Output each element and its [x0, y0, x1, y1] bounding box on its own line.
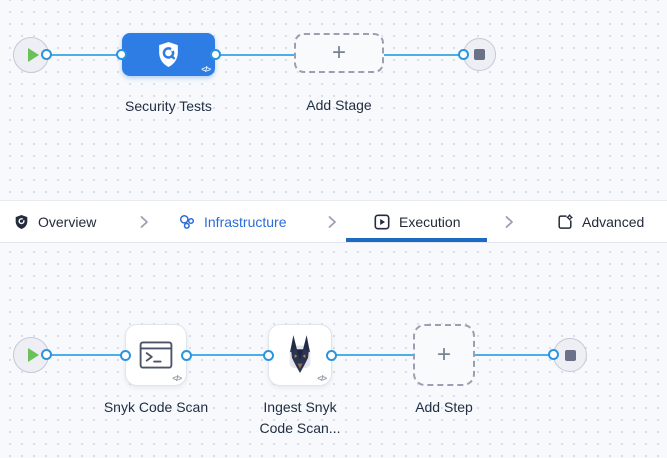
step-port-right: [181, 349, 192, 361]
active-tab-underline: [346, 238, 487, 242]
add-stage-label: Add Stage: [306, 97, 372, 113]
tab-execution[interactable]: Execution: [374, 201, 460, 242]
code-badge-icon: </>: [201, 65, 211, 74]
step-node-snyk-code-scan[interactable]: </>: [120, 324, 192, 386]
step-port-left: [263, 349, 274, 361]
stage-end-port: [458, 49, 469, 60]
file-gear-icon: [558, 213, 573, 229]
stage-node-security-tests[interactable]: </>: [116, 33, 221, 76]
stop-icon: [564, 349, 576, 361]
step-port-left: [120, 349, 131, 361]
stage-port-right: [210, 49, 221, 60]
play-icon: [27, 348, 39, 362]
stage-label: Security Tests: [125, 98, 212, 114]
tab-label: Overview: [38, 213, 97, 230]
tab-advanced[interactable]: Advanced: [557, 201, 644, 242]
tab-label: Infrastructure: [204, 213, 287, 230]
tab-label: Execution: [399, 213, 461, 230]
chevron-right-icon: [140, 215, 148, 228]
step-label-line2: Code Scan...: [259, 420, 341, 436]
tab-label: Advanced: [582, 213, 645, 230]
step-label-line1: Ingest Snyk: [263, 399, 337, 415]
snyk-dog-icon: [289, 335, 311, 373]
code-badge-icon: </>: [317, 374, 327, 383]
tab-overview[interactable]: Overview: [14, 201, 96, 242]
chevron-right-icon: [505, 215, 513, 228]
cluster-circles-icon: [179, 214, 195, 229]
shield-scan-icon: [159, 42, 178, 67]
add-stage-button[interactable]: +: [294, 33, 384, 73]
stage-tab-bar: Overview Infrastructure Execution: [0, 200, 667, 243]
stage-start-port: [41, 49, 52, 60]
chevron-right-icon: [328, 215, 336, 228]
tab-infrastructure[interactable]: Infrastructure: [179, 201, 286, 242]
terminal-icon: [139, 341, 173, 369]
step-label: Ingest Snyk Code Scan...: [230, 397, 370, 439]
code-badge-icon: </>: [172, 374, 182, 383]
shield-icon: [15, 214, 28, 229]
play-icon: [27, 48, 39, 62]
stage-connector-line: [47, 54, 465, 56]
add-step-label: Add Step: [415, 399, 473, 415]
step-node-ingest-snyk[interactable]: </>: [263, 324, 337, 386]
play-square-icon: [374, 213, 390, 229]
step-port-right: [326, 349, 337, 361]
plus-icon: +: [331, 39, 346, 66]
step-label: Snyk Code Scan: [103, 399, 209, 415]
execution-start-port: [41, 349, 52, 360]
stop-icon: [474, 49, 485, 60]
add-step-button[interactable]: +: [413, 324, 475, 386]
stage-port-left: [116, 49, 127, 60]
execution-end-port: [548, 349, 559, 360]
plus-icon: +: [436, 341, 451, 368]
